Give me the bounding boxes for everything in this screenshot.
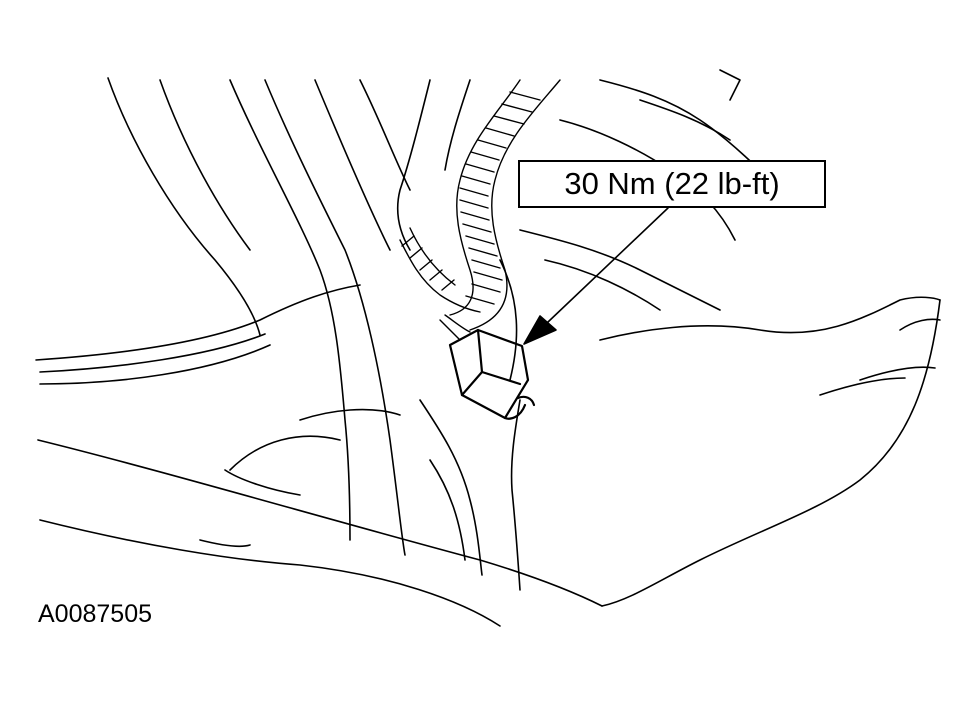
wire-loom <box>400 80 560 340</box>
torque-callout-box: 30 Nm (22 lb-ft) <box>518 160 826 208</box>
torque-spec-label: 30 Nm (22 lb-ft) <box>564 166 780 201</box>
arrow-icon <box>524 208 668 344</box>
nut-icon <box>450 330 534 419</box>
figure-id-label: A0087505 <box>38 600 153 628</box>
engine-compartment-outlines <box>36 70 940 626</box>
